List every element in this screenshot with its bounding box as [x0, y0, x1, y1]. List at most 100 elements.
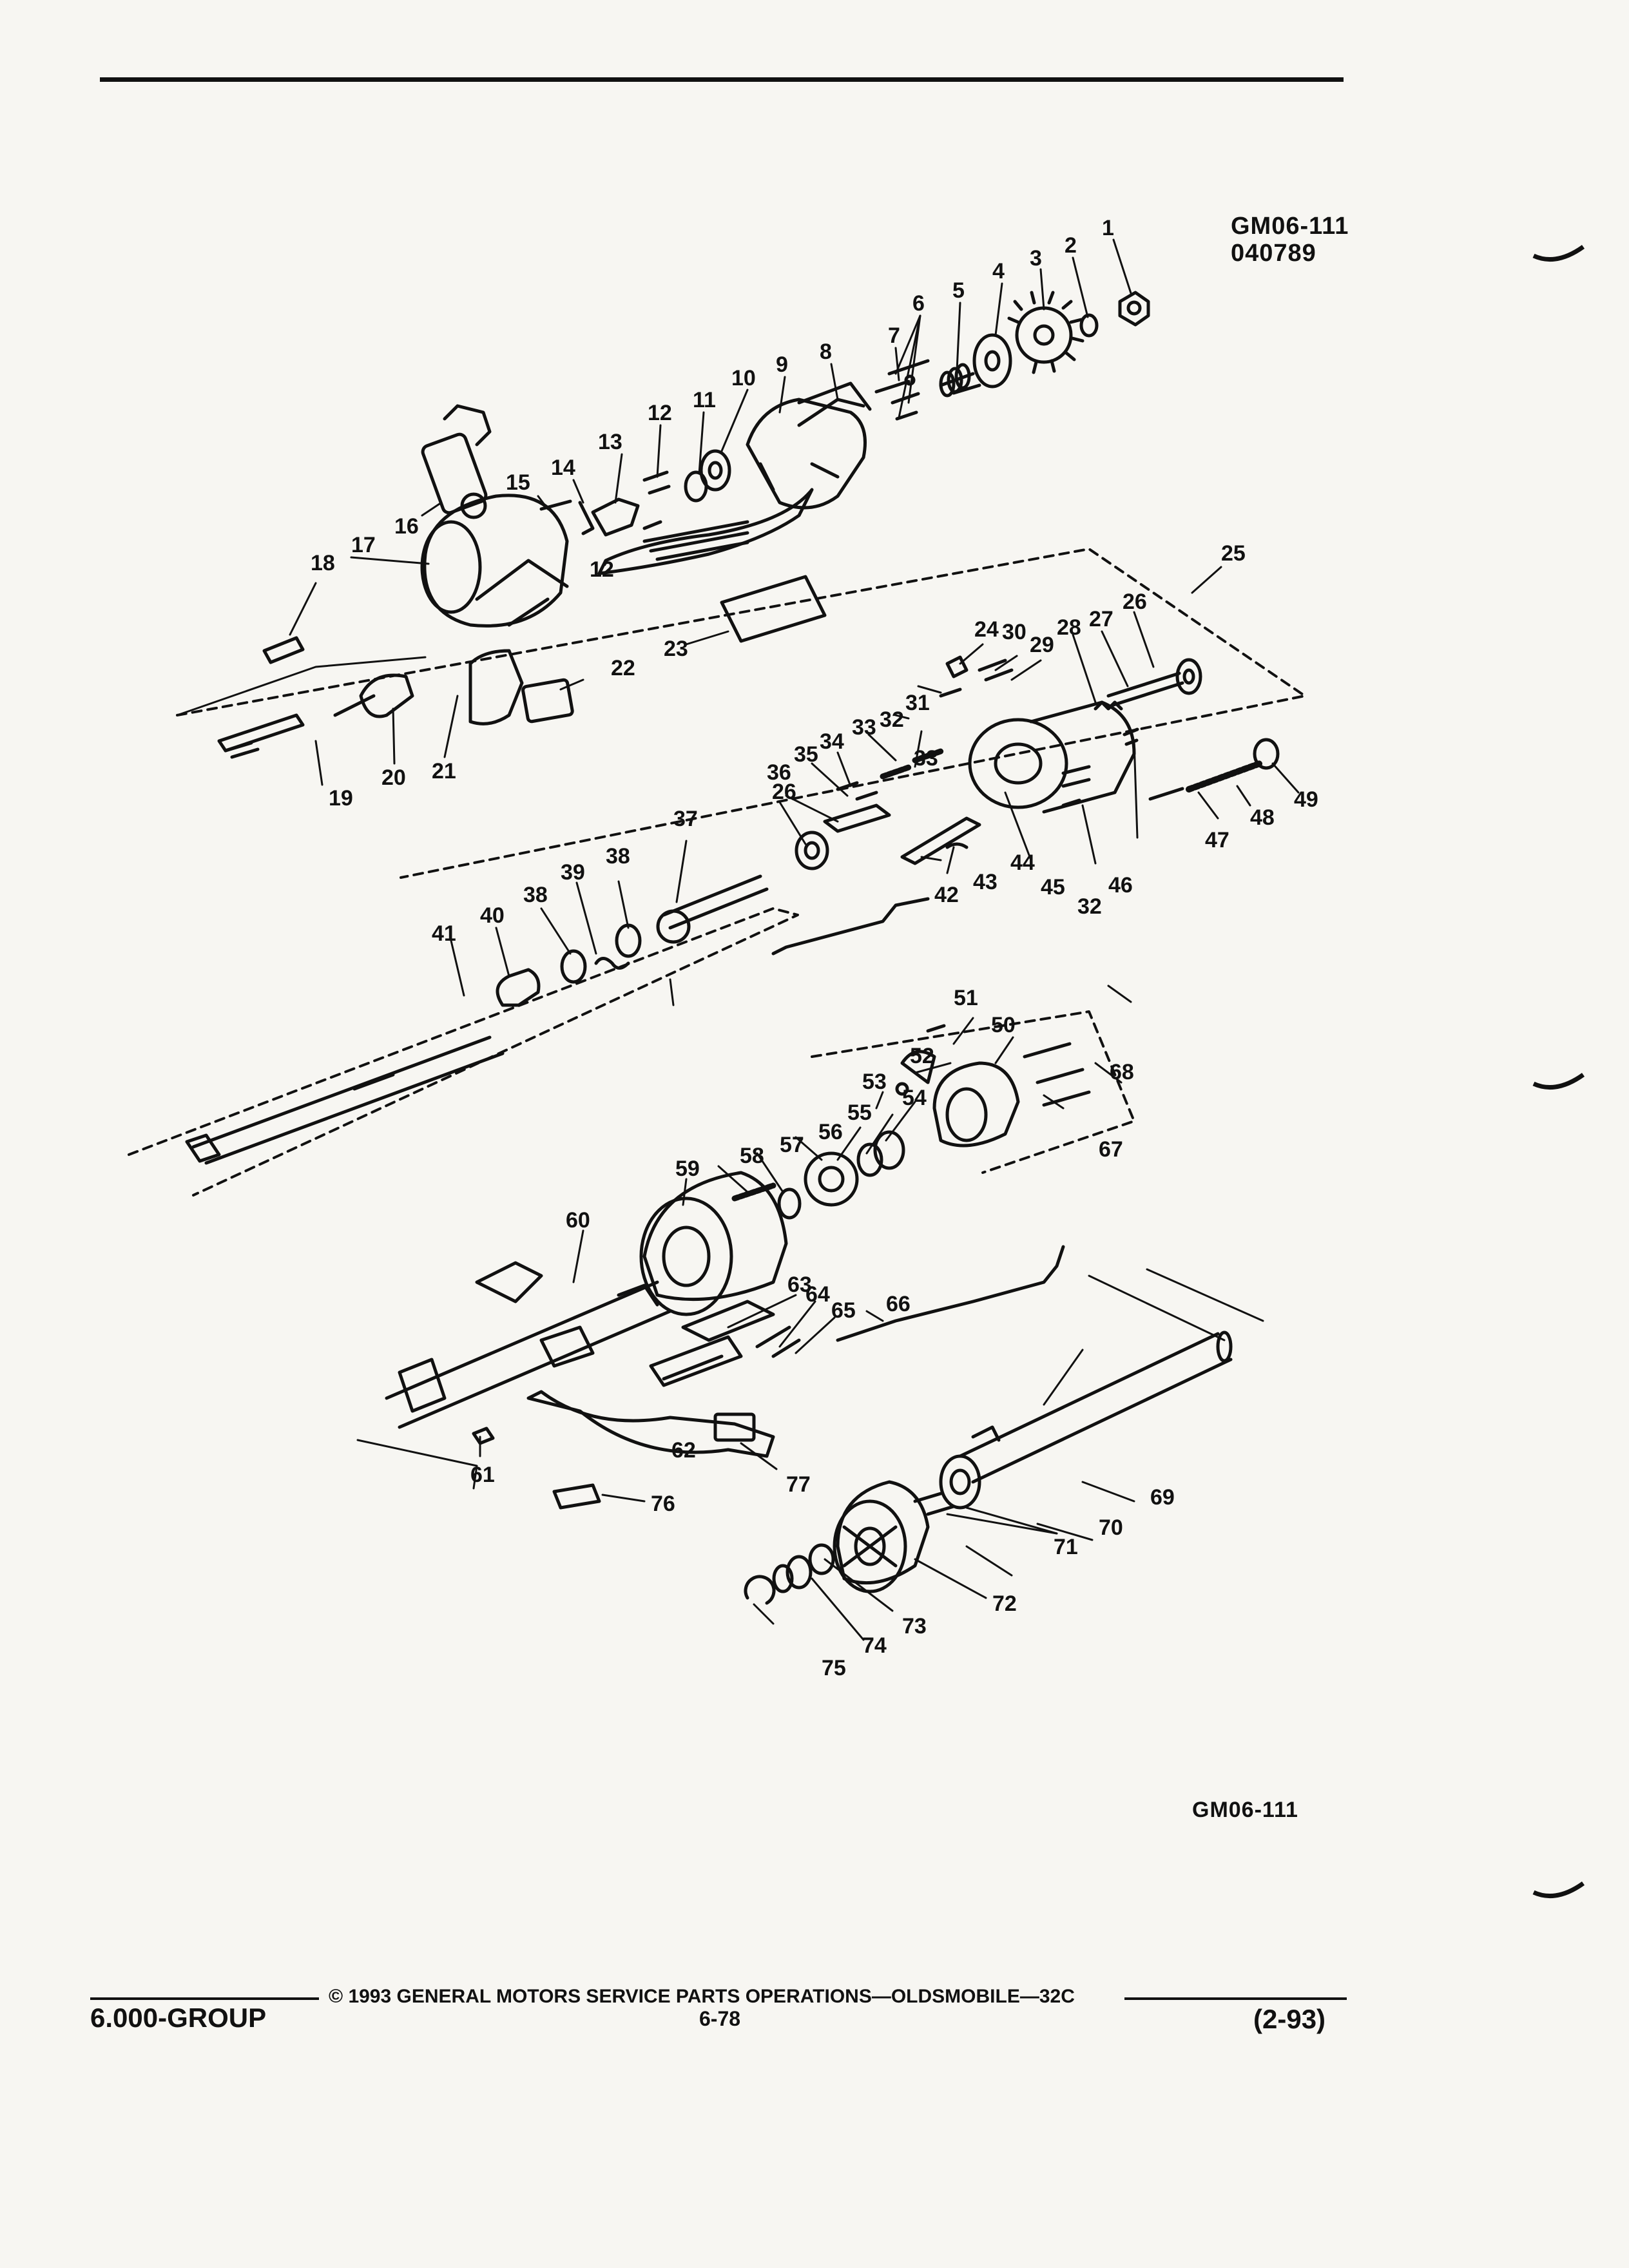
- callout-62: 62: [671, 1438, 696, 1463]
- part-60-column-jacket: [385, 1261, 672, 1429]
- callout-74: 74: [862, 1633, 887, 1658]
- callout-53: 53: [862, 1070, 887, 1094]
- part-26-washer-a: [1175, 658, 1202, 695]
- part-5-spring: [939, 363, 971, 398]
- callout-17: 17: [351, 533, 376, 557]
- callout-3: 3: [1030, 246, 1042, 271]
- part-59-bowl: [639, 1171, 788, 1316]
- callout-77: 77: [786, 1472, 811, 1497]
- callout-15: 15: [506, 470, 530, 495]
- callout-72: 72: [992, 1591, 1017, 1616]
- callout-33b: 33: [914, 746, 938, 771]
- footer-copyright: © 1993 GENERAL MOTORS SERVICE PARTS OPER…: [329, 1986, 1075, 2007]
- part-40-yoke: [496, 968, 541, 1007]
- part-61-clip: [472, 1427, 495, 1445]
- part-19-lever: [217, 713, 305, 759]
- assembly-box-67: [811, 1010, 1135, 1174]
- callout-38b: 38: [523, 883, 548, 907]
- callout-9: 9: [776, 352, 788, 377]
- callout-76: 76: [651, 1492, 675, 1516]
- figure-id: GM06-111: [1231, 213, 1349, 240]
- callout-66: 66: [886, 1292, 911, 1316]
- part-39-spring: [594, 957, 630, 970]
- part-44-lever: [900, 816, 981, 865]
- part-63-switch: [681, 1300, 775, 1342]
- callout-5: 5: [952, 278, 965, 303]
- callout-51: 51: [954, 986, 978, 1010]
- callout-57: 57: [780, 1133, 804, 1157]
- callout-22: 22: [611, 656, 635, 680]
- part-52-53-parts: [895, 1050, 936, 1096]
- footer-page: 6-78: [699, 2007, 741, 2030]
- callout-24: 24: [974, 617, 999, 642]
- callout-48: 48: [1250, 805, 1275, 830]
- part-33-springs: [880, 748, 944, 780]
- callout-38a: 38: [606, 844, 630, 869]
- part-7-pin: [874, 374, 916, 394]
- part-38-bearings: [560, 923, 642, 984]
- part-17-housing-cover: [420, 494, 569, 628]
- part-18-clip: [262, 636, 305, 664]
- callout-46: 46: [1108, 873, 1133, 898]
- part-50-housing: [932, 1061, 1020, 1148]
- callout-26b: 26: [772, 780, 796, 804]
- callout-69: 69: [1150, 1485, 1175, 1510]
- part-76-clip: [552, 1483, 601, 1510]
- part-10-bearing: [699, 449, 731, 492]
- callout-35: 35: [794, 742, 818, 767]
- callout-67: 67: [1099, 1137, 1123, 1162]
- part-1-nut: [1118, 291, 1150, 327]
- callout-6: 6: [912, 291, 925, 316]
- callout-32b: 32: [1077, 894, 1102, 919]
- part-20-switch: [333, 673, 414, 718]
- callout-36: 36: [767, 760, 791, 785]
- callout-68: 68: [1110, 1060, 1134, 1084]
- callout-2: 2: [1065, 233, 1077, 258]
- callout-16: 16: [394, 514, 419, 539]
- callout-40: 40: [480, 903, 505, 928]
- part-57-ring: [777, 1187, 802, 1220]
- callout-34: 34: [820, 729, 844, 754]
- callout-75: 75: [822, 1656, 846, 1680]
- assembly-box-shaft: [128, 907, 799, 1196]
- callout-26a: 26: [1123, 590, 1147, 614]
- wiring-harness: [597, 488, 814, 575]
- part-41-intermediate-shaft: [185, 1035, 505, 1165]
- callout-56: 56: [818, 1120, 843, 1144]
- part-12-screws: [642, 470, 671, 530]
- part-22-buzzer: [521, 678, 574, 724]
- part-21-bracket: [468, 649, 524, 726]
- callout-21: 21: [432, 759, 456, 783]
- lower-shaft-line: [1088, 1268, 1264, 1341]
- callout-65: 65: [831, 1298, 856, 1323]
- part-68-screws: [1023, 1042, 1091, 1107]
- callout-71: 71: [1054, 1535, 1078, 1559]
- callout-43: 43: [973, 870, 998, 894]
- assembly-box-upper: [176, 656, 427, 716]
- part-42-rod: [771, 897, 930, 956]
- part-51-pin: [926, 1024, 946, 1033]
- callout-60: 60: [566, 1208, 590, 1233]
- callout-59: 59: [675, 1157, 700, 1181]
- callout-54: 54: [902, 1086, 927, 1110]
- part-72-housing: [833, 1480, 930, 1593]
- callout-42: 42: [934, 883, 959, 907]
- callout-64: 64: [805, 1282, 830, 1307]
- callout-47: 47: [1205, 828, 1229, 852]
- callout-19: 19: [329, 786, 353, 811]
- binding-mark-3: [1532, 1881, 1585, 1898]
- part-26-washer-b: [795, 831, 829, 870]
- callout-70: 70: [1099, 1515, 1123, 1540]
- callout-49: 49: [1294, 787, 1318, 812]
- callout-4: 4: [992, 259, 1005, 284]
- callout-8: 8: [820, 340, 832, 364]
- part-13-actuator: [591, 497, 640, 537]
- part-43-clip: [945, 842, 969, 849]
- callout-12b: 12: [590, 557, 614, 582]
- callout-25: 25: [1221, 541, 1246, 566]
- part-56-plate: [804, 1151, 859, 1207]
- figure-footer-id: GM06-111: [1192, 1798, 1298, 1822]
- callout-61: 61: [470, 1463, 495, 1487]
- callout-33a: 33: [852, 715, 876, 740]
- footer-revision: (2-93): [1253, 2004, 1326, 2034]
